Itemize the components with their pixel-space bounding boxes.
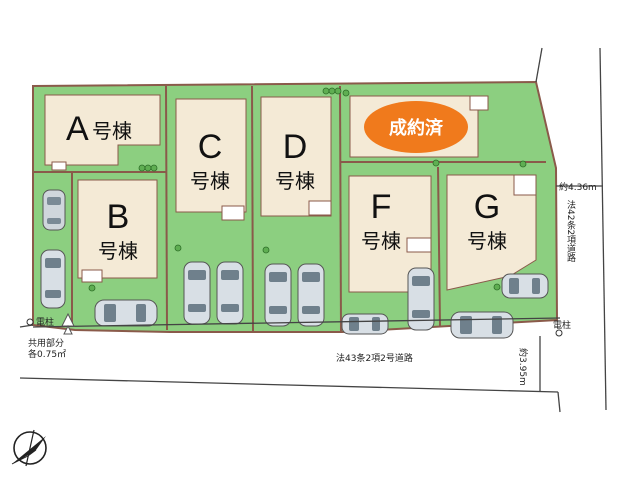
building-b [77, 179, 158, 279]
building-a [44, 94, 161, 166]
shared-area-label-2: 各0.75㎡ [28, 348, 66, 360]
shared-area-marker [61, 312, 75, 335]
east-road-label: 法42条2項道路 [565, 199, 576, 263]
lot-b-letter: B [107, 198, 130, 236]
utility-pole-right-icon [555, 329, 563, 337]
car-icon [297, 263, 325, 327]
sold-badge-label: 成約済 [389, 117, 444, 139]
lot-a-letter: A [66, 110, 89, 148]
car-icon [501, 273, 549, 299]
car-icon [216, 261, 244, 325]
car-icon [42, 189, 66, 231]
parked-cars [40, 189, 549, 339]
lot-labels: A 号棟 B 号棟 C 号棟 D 号棟 F 号棟 G 号棟 [66, 110, 507, 263]
building-c [175, 98, 247, 213]
south-road-label: 法43条2項2号道路 [336, 352, 413, 364]
shared-area-label-1: 共用部分 [28, 337, 64, 349]
south-road-width-label: 約3.95m [517, 348, 529, 386]
lot-c-suffix: 号棟 [190, 169, 230, 193]
lot-d-suffix: 号棟 [275, 169, 315, 193]
building-d [260, 96, 332, 217]
lot-g-letter: G [474, 188, 500, 226]
lot-a-suffix: 号棟 [92, 119, 132, 143]
lot-g-suffix: 号棟 [467, 229, 507, 253]
north-arrow-icon [11, 429, 47, 467]
roads [19, 47, 607, 413]
car-icon [264, 263, 292, 327]
utility-pole-right-label: 電柱 [553, 319, 571, 331]
utility-pole-left-label: 電柱 [36, 316, 54, 328]
sold-badge [364, 101, 468, 153]
utility-pole-left-icon [26, 318, 34, 326]
buildings [44, 94, 537, 293]
car-icon [407, 267, 435, 331]
entry-steps [51, 95, 537, 283]
east-road-width-label: 約4.36m [559, 181, 597, 193]
lot-c-letter: C [198, 128, 223, 166]
car-icon [94, 299, 158, 327]
lot-d-letter: D [283, 128, 308, 166]
car-icon [40, 249, 66, 309]
lot-f-suffix: 号棟 [361, 229, 401, 253]
car-icon [341, 313, 389, 335]
lot-f-letter: F [371, 188, 392, 226]
car-icon [183, 261, 211, 325]
shrubs [88, 87, 527, 292]
car-icon [450, 311, 514, 339]
lot-b-suffix: 号棟 [98, 239, 138, 263]
lot-dividers [33, 85, 546, 333]
